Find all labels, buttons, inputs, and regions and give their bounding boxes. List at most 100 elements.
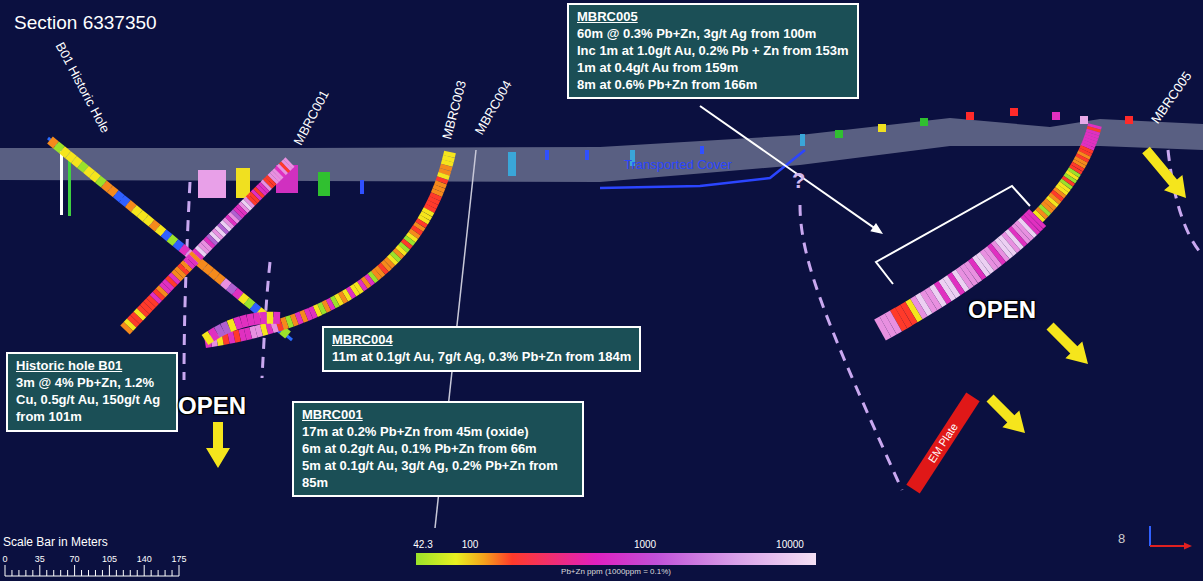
drill-hole-mbrc003 xyxy=(423,218,425,222)
section-title: Section 6337350 xyxy=(14,12,157,34)
drill-hole-mbrc003 xyxy=(416,228,418,232)
drill-hole-mbrc003 xyxy=(234,336,240,337)
drill-hole-mbrc003 xyxy=(438,186,440,190)
drill-hole-mbrc001 xyxy=(135,316,138,319)
drill-trace xyxy=(48,138,292,340)
drill-hole-mbrc001 xyxy=(277,173,279,175)
drill-hole-mbrc005 xyxy=(1046,206,1049,209)
hole-label: MBRC003 xyxy=(440,79,470,141)
drill-hole-b01 xyxy=(152,223,158,228)
drill-hole-mbrc003 xyxy=(292,319,297,321)
drill-hole-mbrc001 xyxy=(288,162,290,164)
drill-hole-b01 xyxy=(217,277,223,282)
drill-hole-mbrc001 xyxy=(274,175,276,177)
drill-hole-mbrc003 xyxy=(235,322,241,324)
surface-sample xyxy=(1052,112,1060,120)
drill-hole-mbrc005 xyxy=(1090,139,1091,142)
drill-hole-mbrc003 xyxy=(391,258,394,261)
drill-hole-mbrc005 xyxy=(1073,171,1075,174)
open-arrow xyxy=(206,422,230,468)
uncertainty-mark: ? xyxy=(792,168,805,193)
drill-hole-mbrc005 xyxy=(940,291,945,294)
colour-bar-value: 100 xyxy=(462,539,479,551)
drill-hole-mbrc005 xyxy=(995,253,999,256)
drill-hole-mbrc005 xyxy=(1082,157,1083,160)
drill-hole-mbrc001 xyxy=(219,230,222,233)
drill-hole-mbrc003 xyxy=(433,199,435,203)
scale-tick xyxy=(81,570,82,576)
scale-title: Scale Bar in Meters xyxy=(3,536,108,550)
drill-hole-mbrc005 xyxy=(1019,232,1022,235)
drill-hole-mbrc005 xyxy=(1080,159,1082,162)
drill-hole-b01 xyxy=(247,301,253,306)
drill-hole-mbrc005 xyxy=(911,309,916,312)
scale-tick xyxy=(172,570,173,576)
drill-hole-mbrc005 xyxy=(1029,223,1032,226)
scale-tick xyxy=(67,570,68,576)
drill-hole-mbrc005 xyxy=(1058,191,1060,194)
scale-tick xyxy=(158,570,159,576)
drill-hole-mbrc001 xyxy=(270,180,272,182)
drill-hole-mbrc001 xyxy=(182,268,185,271)
drill-hole-mbrc003 xyxy=(311,311,316,313)
drill-hole-mbrc003 xyxy=(267,327,272,329)
drill-hole-b01 xyxy=(110,189,116,194)
drill-hole-mbrc003 xyxy=(364,281,368,284)
drill-hole-mbrc001 xyxy=(211,238,214,241)
drill-hole-mbrc003 xyxy=(413,232,415,235)
drill-hole-mbrc003 xyxy=(241,320,247,322)
assay-result: Inc 1m at 1.0g/t Au, 0.2% Pb + Zn from 1… xyxy=(577,43,849,60)
drill-collar xyxy=(800,134,805,146)
colour-bar-value: 42.3 xyxy=(413,539,432,551)
drill-hole-mbrc003 xyxy=(353,289,357,291)
drill-hole-mbrc005 xyxy=(891,321,896,324)
callout-heading: MBRC001 xyxy=(302,407,574,424)
scale-tick xyxy=(11,570,12,576)
scale-tick xyxy=(165,570,166,576)
page-number: 8 xyxy=(1118,532,1125,547)
drill-hole-mbrc003 xyxy=(315,309,319,311)
drill-hole-mbrc001 xyxy=(250,199,252,201)
drill-hole-mbrc005 xyxy=(926,300,931,303)
drill-hole-b01 xyxy=(282,330,288,335)
drill-hole-mbrc005 xyxy=(1078,162,1080,165)
drill-hole-mbrc001 xyxy=(145,306,148,309)
scale-bar xyxy=(5,576,179,577)
drill-hole-mbrc001 xyxy=(208,241,211,244)
drill-hole-mbrc001 xyxy=(138,313,141,316)
drill-hole-b01 xyxy=(68,155,74,160)
drill-hole-mbrc005 xyxy=(949,285,953,288)
drill-hole-mbrc003 xyxy=(445,165,446,169)
drill-hole-mbrc003 xyxy=(217,339,223,340)
transported-cover-base xyxy=(600,150,805,188)
drill-hole-mbrc001 xyxy=(235,214,238,217)
drill-hole-mbrc003 xyxy=(328,303,332,305)
drill-hole-mbrc003 xyxy=(368,279,372,282)
drill-hole-mbrc005 xyxy=(945,288,950,291)
drill-hole-mbrc003 xyxy=(444,170,445,174)
drill-hole-mbrc003 xyxy=(371,276,374,279)
drill-hole-mbrc001 xyxy=(281,168,283,170)
drill-hole-mbrc003 xyxy=(375,273,378,276)
scale-number: 35 xyxy=(35,554,45,564)
drill-hole-b01 xyxy=(223,282,229,287)
drill-hole-b01 xyxy=(122,199,128,204)
callout-heading: Historic hole B01 xyxy=(16,358,168,375)
colour-bar-value: 1000 xyxy=(634,539,656,551)
drill-hole-mbrc003 xyxy=(282,323,287,325)
drill-hole-mbrc003 xyxy=(440,182,442,186)
drill-hole-mbrc003 xyxy=(228,337,234,338)
drill-hole-mbrc001 xyxy=(255,194,257,196)
drill-hole-mbrc005 xyxy=(971,270,975,273)
drill-collar xyxy=(60,150,63,215)
drill-hole-mbrc005 xyxy=(991,256,995,259)
callout-heading: MBRC005 xyxy=(577,9,849,26)
drill-hole-mbrc005 xyxy=(1087,145,1088,148)
drill-hole-mbrc001 xyxy=(227,222,230,225)
drill-hole-mbrc001 xyxy=(154,296,157,299)
drill-hole-b01 xyxy=(80,164,86,169)
scale-number: 105 xyxy=(102,554,117,564)
assay-result: 17m at 0.2% Pb+Zn from 45m (oxide) xyxy=(302,424,574,441)
scale-tick xyxy=(53,570,54,576)
